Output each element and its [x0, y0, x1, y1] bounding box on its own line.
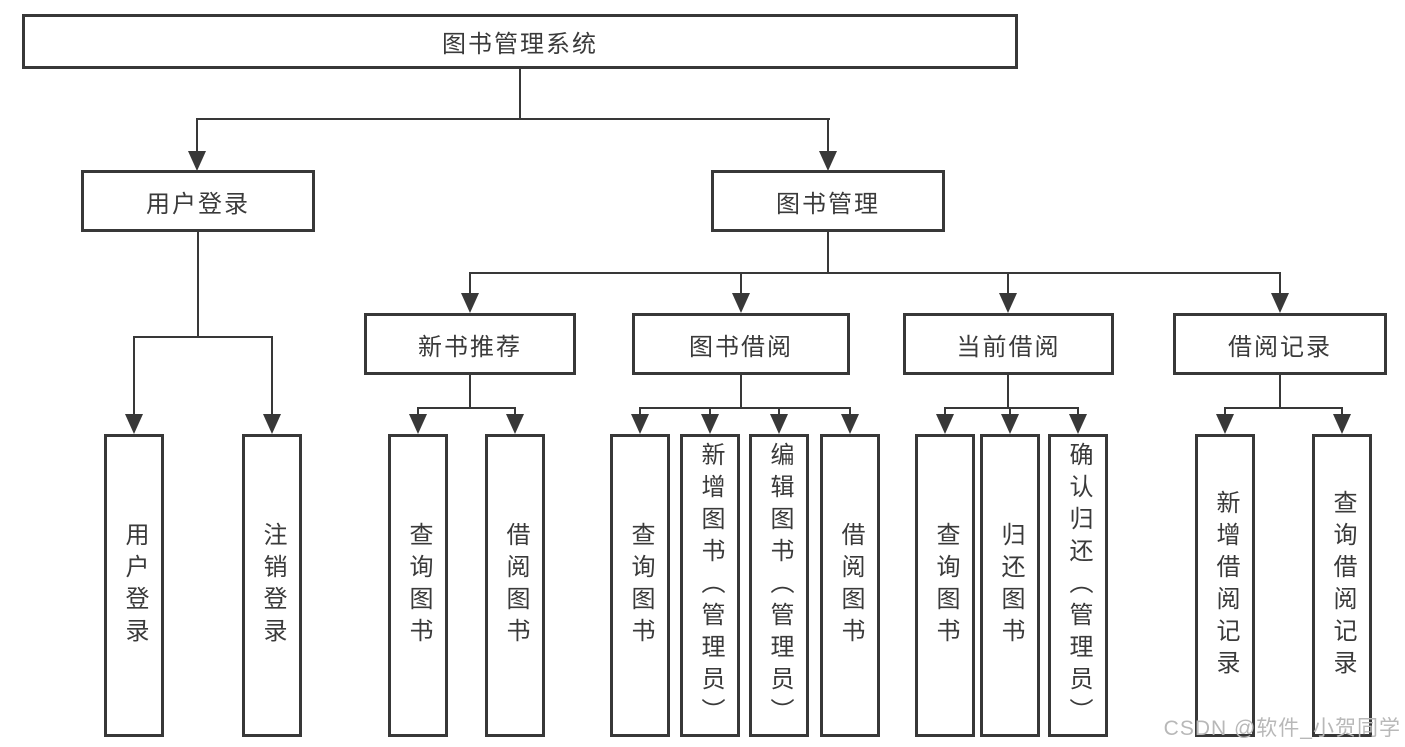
connector-line — [133, 336, 273, 338]
connector-line — [740, 375, 742, 407]
leaf-label: 借阅图书 — [502, 521, 529, 650]
node-label: 图书管理 — [776, 190, 880, 218]
arrow-down-icon — [263, 414, 281, 434]
leaf-label: 查询借阅记录 — [1329, 489, 1356, 682]
leaf-edit-books-admin: 编辑图书（管理员） — [749, 434, 809, 737]
leaf-label: 注销登录 — [259, 521, 286, 650]
csdn-watermark: CSDN @软件_小贺同学 — [1163, 717, 1401, 740]
arrow-down-icon — [125, 414, 143, 434]
connector-line — [1224, 407, 1343, 409]
node-current-borrow: 当前借阅 — [903, 313, 1114, 375]
connector-line — [944, 407, 946, 417]
connector-line — [133, 336, 135, 416]
arrow-down-icon — [732, 293, 750, 313]
node-label: 借阅记录 — [1228, 333, 1332, 361]
arrow-down-icon — [841, 414, 859, 434]
leaf-label: 借阅图书 — [837, 521, 864, 650]
arrow-down-icon — [1333, 414, 1351, 434]
connector-line — [469, 375, 471, 407]
leaf-add-books-admin: 新增图书（管理员） — [680, 434, 740, 737]
connector-line — [944, 407, 1079, 409]
connector-line — [1077, 407, 1079, 417]
leaf-add-borrow-record: 新增借阅记录 — [1195, 434, 1255, 737]
arrow-down-icon — [701, 414, 719, 434]
leaf-label: 查询图书 — [627, 521, 654, 650]
arrow-down-icon — [1001, 414, 1019, 434]
connector-line — [639, 407, 641, 417]
node-user-login: 用户登录 — [81, 170, 315, 232]
node-library-system: 图书管理系统 — [22, 14, 1018, 69]
arrow-down-icon — [1271, 293, 1289, 313]
leaf-confirm-return-admin: 确认归还（管理员） — [1048, 434, 1108, 737]
arrow-down-icon — [409, 414, 427, 434]
node-borrow-records: 借阅记录 — [1173, 313, 1387, 375]
connector-line — [740, 272, 742, 296]
leaf-query-books-borrow: 查询图书 — [610, 434, 670, 737]
arrow-down-icon — [461, 293, 479, 313]
connector-line — [849, 407, 851, 417]
connector-line — [469, 272, 1281, 274]
leaf-label: 新增图书（管理员） — [697, 441, 724, 730]
leaf-label: 查询图书 — [405, 521, 432, 650]
leaf-logout: 注销登录 — [242, 434, 302, 737]
arrow-down-icon — [1069, 414, 1087, 434]
connector-line — [519, 69, 521, 118]
arrow-down-icon — [770, 414, 788, 434]
node-book-borrow: 图书借阅 — [632, 313, 850, 375]
node-label: 图书借阅 — [689, 333, 793, 361]
connector-line — [1009, 407, 1011, 417]
arrow-down-icon — [936, 414, 954, 434]
connector-line — [196, 118, 198, 154]
node-new-book-recommend: 新书推荐 — [364, 313, 576, 375]
leaf-label: 归还图书 — [997, 521, 1024, 650]
leaf-query-borrow-record: 查询借阅记录 — [1312, 434, 1372, 737]
leaf-label: 用户登录 — [121, 521, 148, 650]
arrow-down-icon — [188, 151, 206, 171]
leaf-label: 确认归还（管理员） — [1065, 441, 1092, 730]
connector-line — [709, 407, 711, 417]
node-label: 当前借阅 — [956, 333, 1061, 361]
leaf-label: 新增借阅记录 — [1212, 489, 1239, 682]
connector-line — [1007, 272, 1009, 296]
connector-line — [639, 407, 851, 409]
arrow-down-icon — [506, 414, 524, 434]
connector-line — [778, 407, 780, 417]
arrow-down-icon — [631, 414, 649, 434]
leaf-query-books-recommend: 查询图书 — [388, 434, 448, 737]
connector-line — [271, 336, 273, 416]
connector-line — [827, 232, 829, 272]
connector-line — [197, 232, 199, 336]
leaf-user-login: 用户登录 — [104, 434, 164, 737]
arrow-down-icon — [1216, 414, 1234, 434]
arrow-down-icon — [819, 151, 837, 171]
connector-line — [469, 272, 471, 296]
connector-line — [1007, 375, 1009, 407]
leaf-label: 编辑图书（管理员） — [766, 441, 793, 730]
arrow-down-icon — [999, 293, 1017, 313]
connector-line — [417, 407, 516, 409]
leaf-label: 查询图书 — [932, 521, 959, 650]
connector-line — [827, 118, 829, 154]
connector-line — [1341, 407, 1343, 417]
node-label: 新书推荐 — [418, 333, 522, 361]
leaf-borrow-books: 借阅图书 — [820, 434, 880, 737]
connector-line — [196, 118, 830, 120]
connector-line — [1224, 407, 1226, 417]
connector-line — [514, 407, 516, 417]
node-book-management: 图书管理 — [711, 170, 945, 232]
leaf-return-books: 归还图书 — [980, 434, 1040, 737]
leaf-borrow-books-recommend: 借阅图书 — [485, 434, 545, 737]
connector-line — [417, 407, 419, 417]
connector-line — [1279, 272, 1281, 296]
node-label: 用户登录 — [146, 190, 250, 218]
node-label: 图书管理系统 — [442, 31, 598, 58]
connector-line — [1279, 375, 1281, 407]
leaf-query-books-current: 查询图书 — [915, 434, 975, 737]
